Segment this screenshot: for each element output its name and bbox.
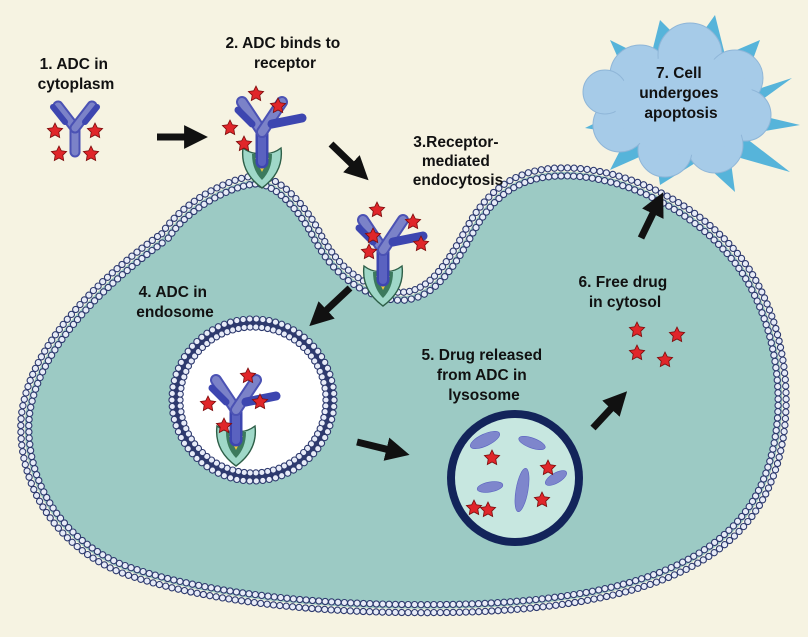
step-6-label: 6. Free drug in cytosol — [578, 274, 671, 311]
step-1-label: 1. ADC in cytoplasm — [38, 56, 115, 93]
step-4-label: 4. ADC in endosome — [136, 284, 214, 321]
antibody-fragment-icon — [514, 468, 530, 512]
step-5-label: 5. Drug released from ADC in lysosome — [422, 347, 547, 404]
arrow-step4-to-step5 — [356, 437, 410, 461]
cell-cytoplasm — [24, 171, 783, 609]
step-2-label: 2. ADC binds to receptor — [225, 35, 344, 72]
antibody-fragment-icon — [476, 481, 504, 493]
arrow-step5-to-step6 — [590, 391, 628, 431]
antibody-fragment-icon — [518, 435, 546, 451]
antibody-fragment-icon — [469, 431, 501, 449]
step-3-label: 3.Receptor- mediated endocytosis — [413, 134, 503, 189]
arrow-step6-to-step7 — [637, 192, 664, 240]
arrow-step2-to-step3 — [328, 141, 369, 181]
arrow-step3-to-step4 — [309, 285, 353, 327]
step-7-label: 7. Cell undergoes apoptosis — [639, 65, 723, 122]
lysosome — [447, 410, 583, 546]
antibody-fragment-icon — [545, 470, 567, 486]
apoptosis-burst-icon — [582, 15, 800, 192]
